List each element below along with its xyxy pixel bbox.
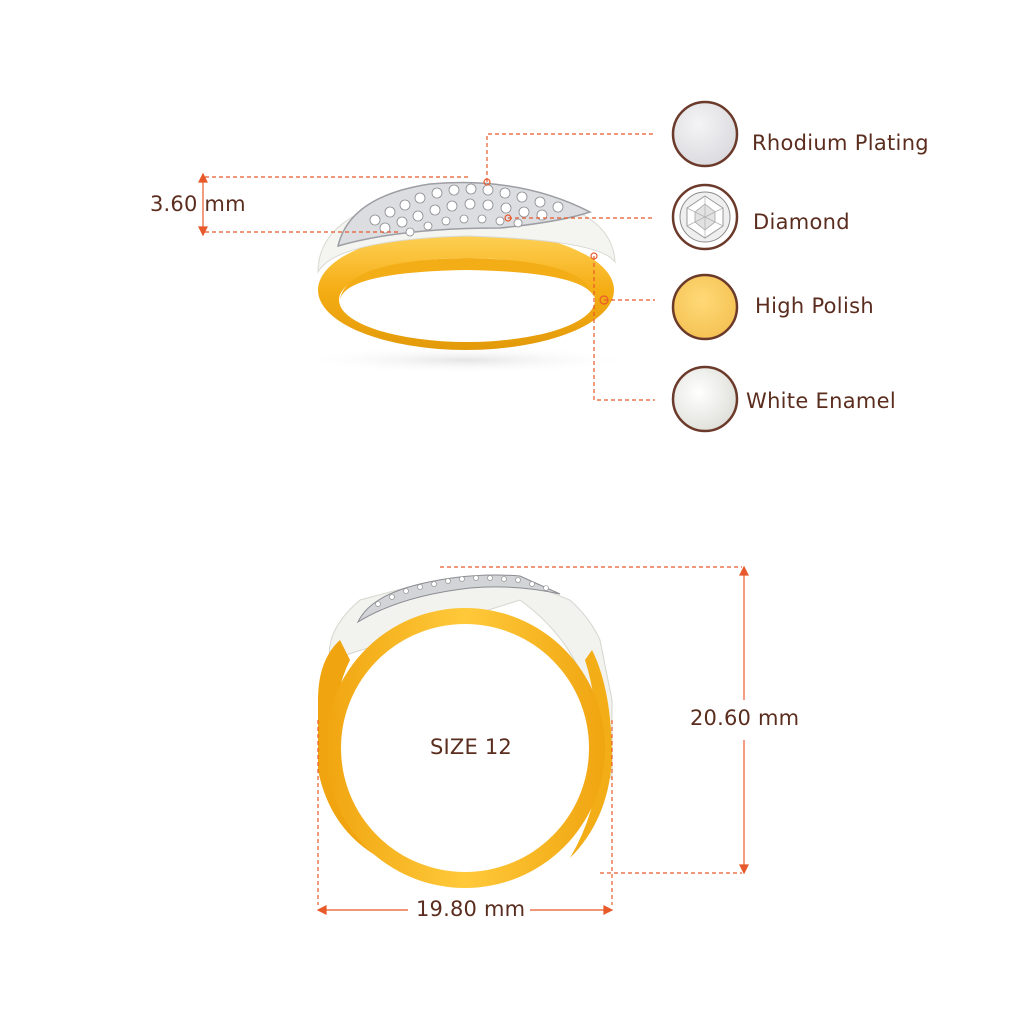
high-polish-swatch-icon xyxy=(671,273,739,341)
width-arrow xyxy=(316,905,614,915)
ring-front-pave xyxy=(356,574,561,624)
legend-label-rhodium: Rhodium Plating xyxy=(752,131,929,155)
ring-inner-surface xyxy=(340,258,595,300)
band-width-arrow xyxy=(198,172,208,237)
ring-size-label: SIZE 12 xyxy=(430,735,512,759)
leader-lines xyxy=(205,133,655,401)
ring-front-diamonds xyxy=(375,575,549,607)
front-dimension-lines xyxy=(317,566,742,905)
white-enamel-swatch-icon xyxy=(671,365,739,433)
leader-dots xyxy=(483,178,609,305)
ring-side-right xyxy=(570,650,612,858)
rhodium-swatch-icon xyxy=(671,100,739,168)
ring-inner-hole xyxy=(339,258,595,342)
legend-swatches xyxy=(671,100,739,433)
band-width-label: 3.60 mm xyxy=(150,192,246,216)
ring-shadow xyxy=(295,346,635,374)
height-arrow xyxy=(739,565,749,875)
ring-top-view xyxy=(295,181,635,374)
ring-side-left xyxy=(318,640,380,858)
ring-front-view xyxy=(318,574,613,888)
legend-label-diamond: Diamond xyxy=(753,210,850,234)
ring-front-inner xyxy=(341,624,589,872)
width-label: 19.80 mm xyxy=(416,897,526,921)
diamond-swatch-icon xyxy=(671,183,739,251)
legend-label-white-enamel: White Enamel xyxy=(746,389,896,413)
height-label: 20.60 mm xyxy=(690,706,800,730)
legend-label-high-polish: High Polish xyxy=(755,294,874,318)
